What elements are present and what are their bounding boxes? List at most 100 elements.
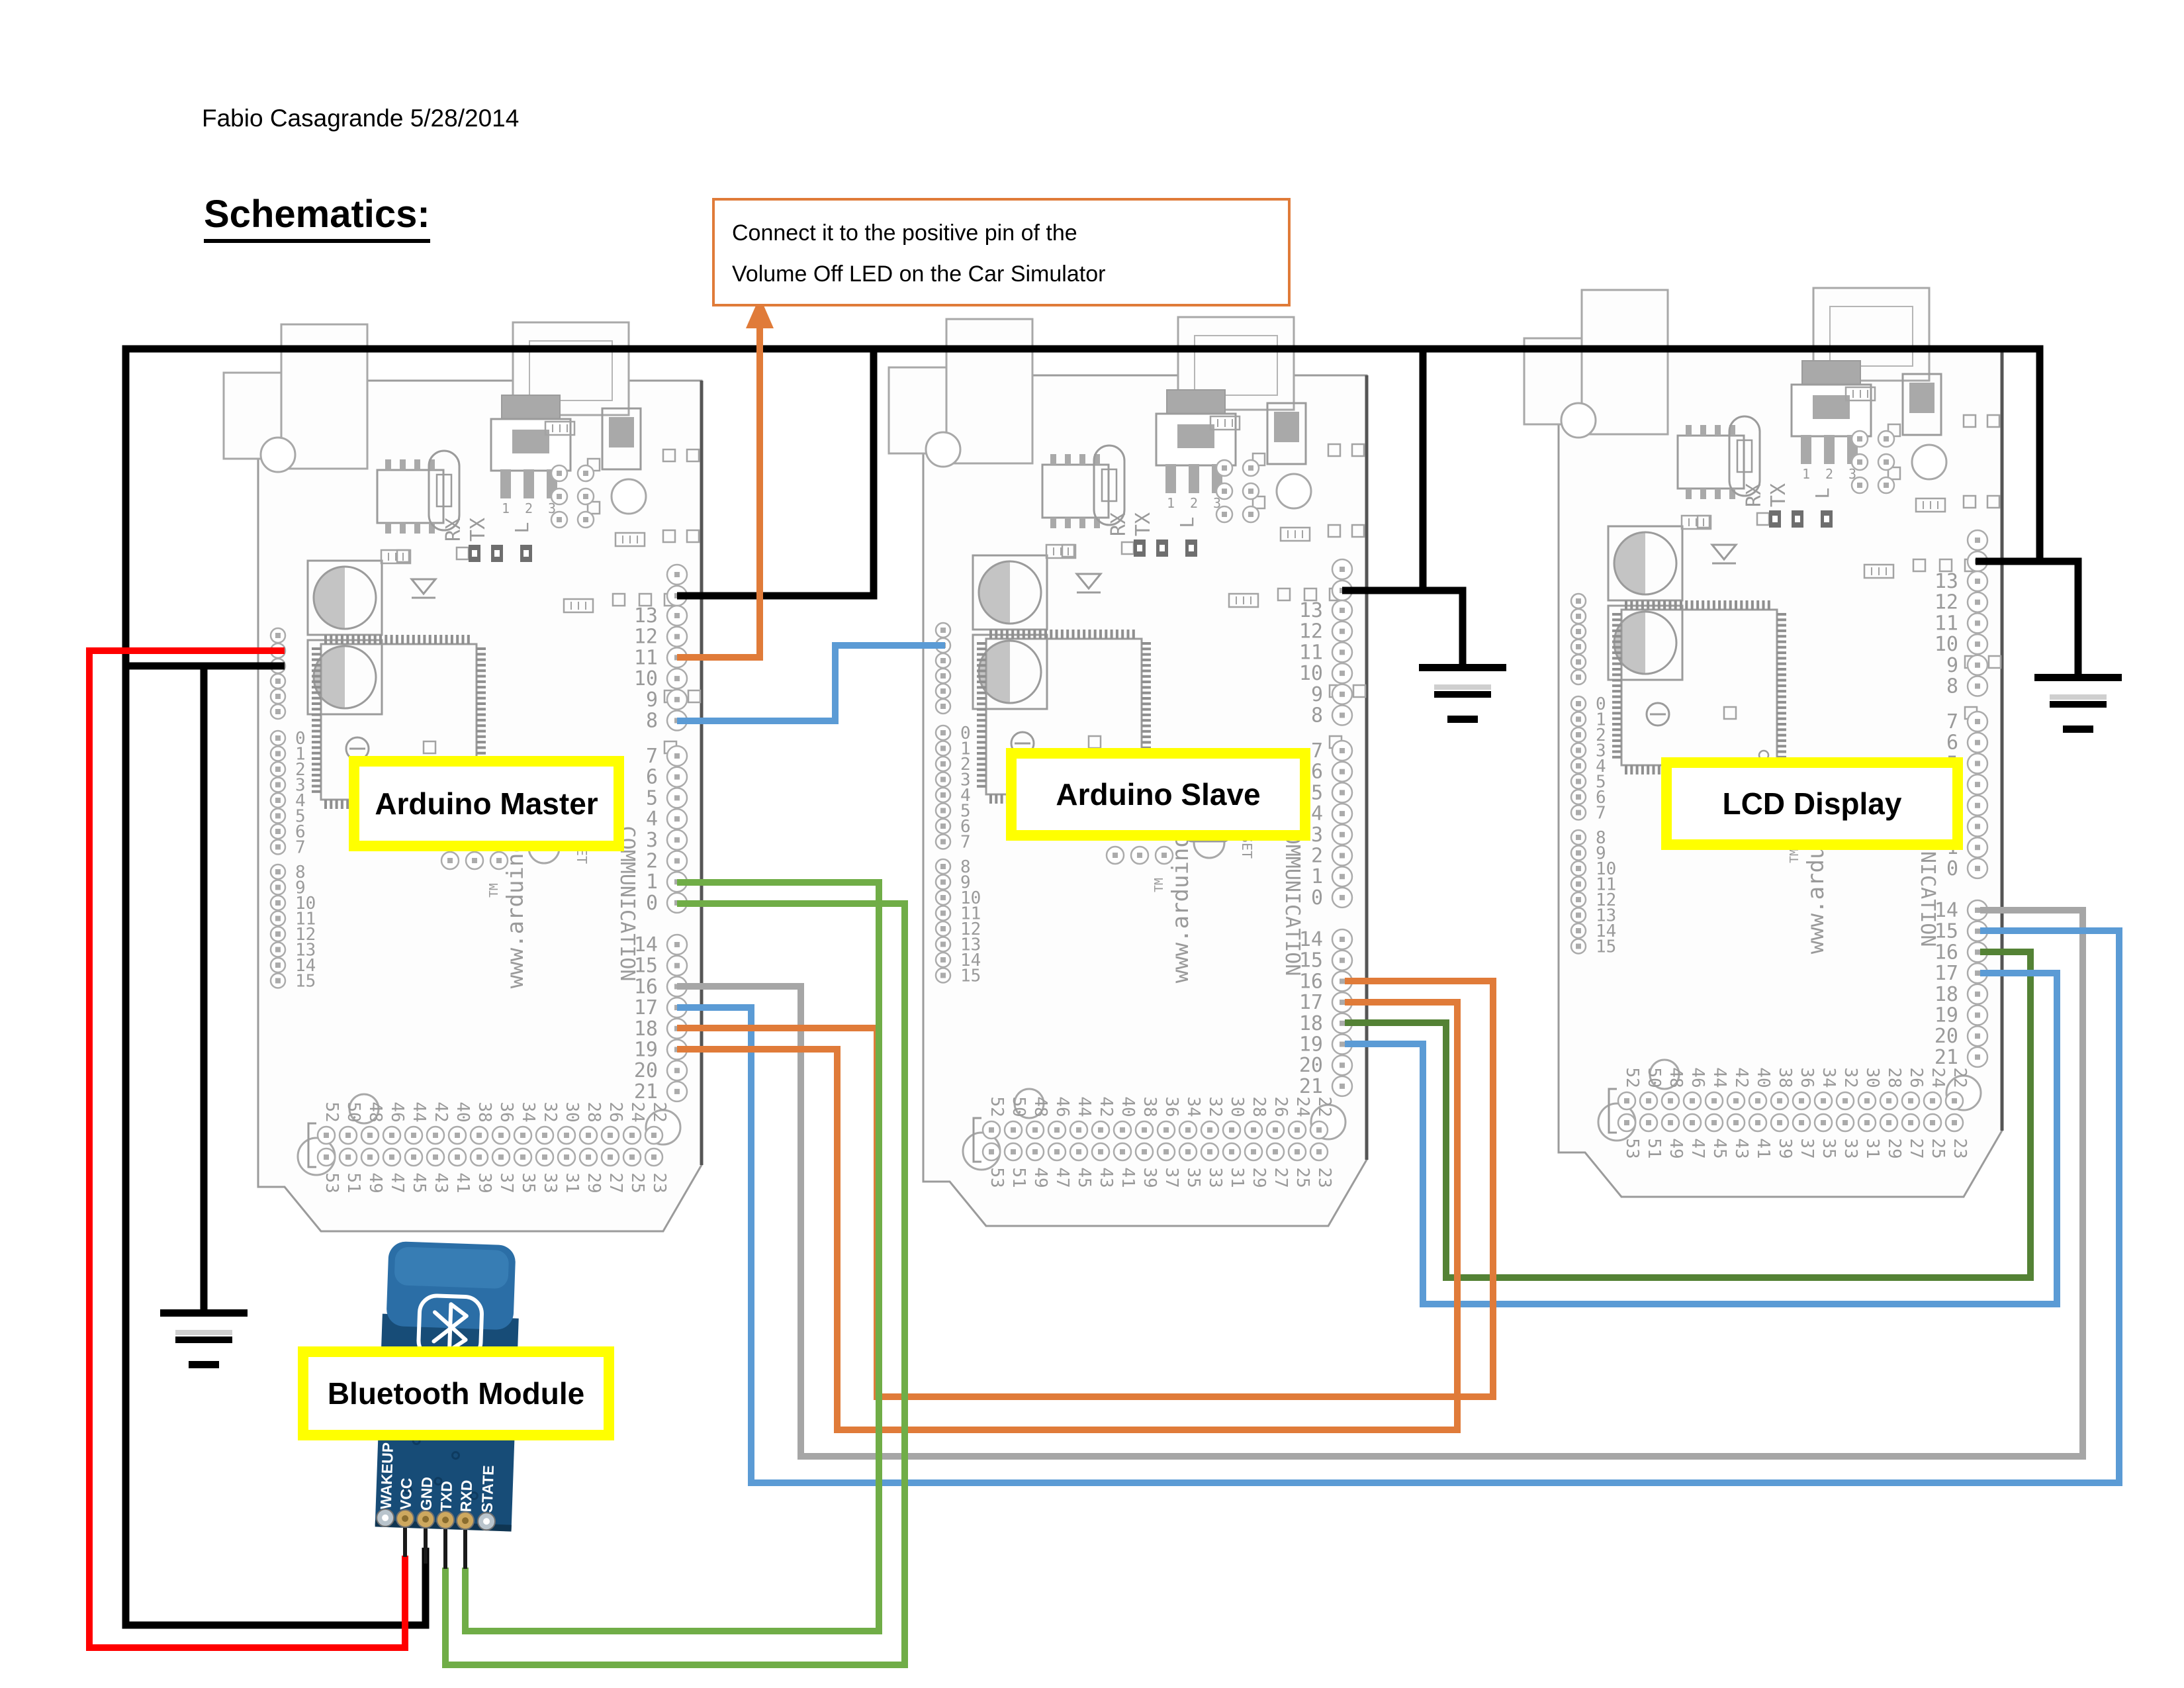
- svg-text:20: 20: [634, 1059, 658, 1082]
- wire-m19-s17: [677, 999, 1461, 1433]
- svg-text:23: 23: [1950, 1138, 1970, 1158]
- svg-text:5: 5: [646, 786, 658, 810]
- svg-text:52: 52: [322, 1102, 341, 1122]
- svg-text:8: 8: [1596, 828, 1606, 848]
- svg-text:11: 11: [960, 904, 981, 924]
- svg-text:27: 27: [606, 1172, 625, 1193]
- svg-text:9: 9: [960, 873, 971, 893]
- svg-text:24: 24: [627, 1102, 647, 1122]
- svg-text:31: 31: [1862, 1138, 1882, 1158]
- svg-text:51: 51: [1009, 1167, 1028, 1188]
- svg-text:4: 4: [295, 791, 306, 811]
- svg-text:35: 35: [1819, 1138, 1839, 1158]
- svg-text:1: 1: [960, 739, 971, 759]
- svg-text:26: 26: [1271, 1096, 1291, 1117]
- svg-text:14: 14: [295, 956, 316, 976]
- svg-text:6: 6: [646, 766, 658, 789]
- svg-text:30: 30: [562, 1102, 582, 1122]
- svg-text:17: 17: [1934, 962, 1958, 985]
- svg-text:7: 7: [1311, 739, 1323, 763]
- svg-text:26: 26: [1906, 1067, 1926, 1088]
- svg-text:8: 8: [646, 710, 658, 733]
- svg-text:49: 49: [1030, 1167, 1050, 1188]
- svg-text:7: 7: [1596, 804, 1606, 823]
- svg-text:42: 42: [431, 1102, 451, 1122]
- svg-text:TX: TX: [1132, 512, 1155, 536]
- svg-text:L: L: [1176, 517, 1198, 528]
- svg-text:34: 34: [1819, 1067, 1839, 1088]
- usb-port: [512, 321, 630, 416]
- svg-text:4: 4: [960, 786, 971, 806]
- ground-master: [160, 1309, 248, 1368]
- svg-text:5: 5: [1311, 781, 1323, 804]
- svg-text:33: 33: [540, 1172, 560, 1193]
- svg-text:9: 9: [1596, 844, 1606, 864]
- svg-text:40: 40: [1753, 1067, 1773, 1088]
- annotation-line-2: Volume Off LED on the Car Simulator: [732, 261, 1106, 287]
- svg-text:RX: RX: [442, 518, 465, 541]
- label-bluetooth-module: Bluetooth Module: [298, 1346, 614, 1440]
- svg-text:11: 11: [1934, 612, 1958, 635]
- gnd-master-right: [677, 349, 878, 600]
- svg-text:4: 4: [646, 808, 658, 831]
- svg-text:40: 40: [1118, 1096, 1138, 1117]
- svg-text:8: 8: [1311, 704, 1323, 727]
- svg-text:6: 6: [960, 817, 971, 837]
- author-date: Fabio Casagrande 5/28/2014: [202, 105, 520, 132]
- svg-text:L: L: [1811, 488, 1833, 499]
- svg-text:29: 29: [1884, 1138, 1904, 1158]
- ground-lcd: [2034, 674, 2122, 733]
- svg-text:0: 0: [295, 729, 306, 749]
- svg-text:38: 38: [475, 1102, 494, 1122]
- label-lcd-display: LCD Display: [1661, 757, 1963, 850]
- svg-text:3: 3: [646, 829, 658, 852]
- wire-m16-lcd14: [677, 907, 2086, 1460]
- svg-text:8: 8: [295, 863, 306, 882]
- svg-text:37: 37: [1797, 1138, 1817, 1158]
- svg-text:49: 49: [1666, 1138, 1686, 1158]
- wire-s18-lcd16: [1345, 949, 2034, 1281]
- svg-text:TM: TM: [487, 883, 501, 898]
- svg-text:21: 21: [634, 1080, 658, 1103]
- svg-text:25: 25: [1928, 1138, 1948, 1158]
- svg-text:14: 14: [960, 951, 981, 970]
- svg-text:39: 39: [1775, 1138, 1795, 1158]
- svg-text:0: 0: [1311, 886, 1323, 910]
- svg-text:47: 47: [1052, 1167, 1072, 1188]
- svg-text:26: 26: [606, 1102, 625, 1122]
- usb-b-port: [1580, 289, 1669, 436]
- svg-text:21: 21: [1299, 1075, 1323, 1098]
- svg-text:39: 39: [1140, 1167, 1160, 1188]
- svg-text:15: 15: [295, 972, 316, 992]
- svg-text:21: 21: [1934, 1046, 1958, 1069]
- svg-text:15: 15: [634, 955, 658, 978]
- svg-text:37: 37: [496, 1172, 516, 1193]
- svg-text:9: 9: [295, 878, 306, 898]
- wire-m18-s16: [677, 978, 1496, 1400]
- svg-text:9: 9: [1311, 683, 1323, 706]
- svg-text:39: 39: [475, 1172, 494, 1193]
- svg-text:3: 3: [548, 500, 556, 516]
- svg-text:50: 50: [1009, 1096, 1028, 1117]
- svg-text:13: 13: [634, 604, 658, 628]
- svg-text:COMMUNICATION: COMMUNICATION: [1281, 821, 1304, 976]
- svg-text:17: 17: [1299, 991, 1323, 1014]
- svg-text:12: 12: [1299, 620, 1323, 643]
- svg-text:1: 1: [502, 500, 510, 516]
- svg-text:27: 27: [1271, 1167, 1291, 1188]
- svg-text:23: 23: [649, 1172, 669, 1193]
- bt-pin-label-rxd: RXD: [457, 1479, 476, 1512]
- svg-text:6: 6: [1311, 761, 1323, 784]
- svg-text:46: 46: [1688, 1067, 1707, 1088]
- svg-text:12: 12: [1596, 890, 1616, 910]
- bt-pin-label-txd: TXD: [437, 1481, 456, 1512]
- svg-text:0: 0: [960, 724, 971, 743]
- svg-text:2: 2: [1825, 466, 1833, 482]
- svg-text:13: 13: [1299, 599, 1323, 622]
- svg-text:37: 37: [1161, 1167, 1181, 1188]
- svg-text:1: 1: [1167, 495, 1175, 511]
- svg-text:TM: TM: [1788, 849, 1801, 863]
- svg-text:47: 47: [1688, 1138, 1707, 1158]
- svg-text:22: 22: [1314, 1096, 1334, 1117]
- svg-text:30: 30: [1862, 1067, 1882, 1088]
